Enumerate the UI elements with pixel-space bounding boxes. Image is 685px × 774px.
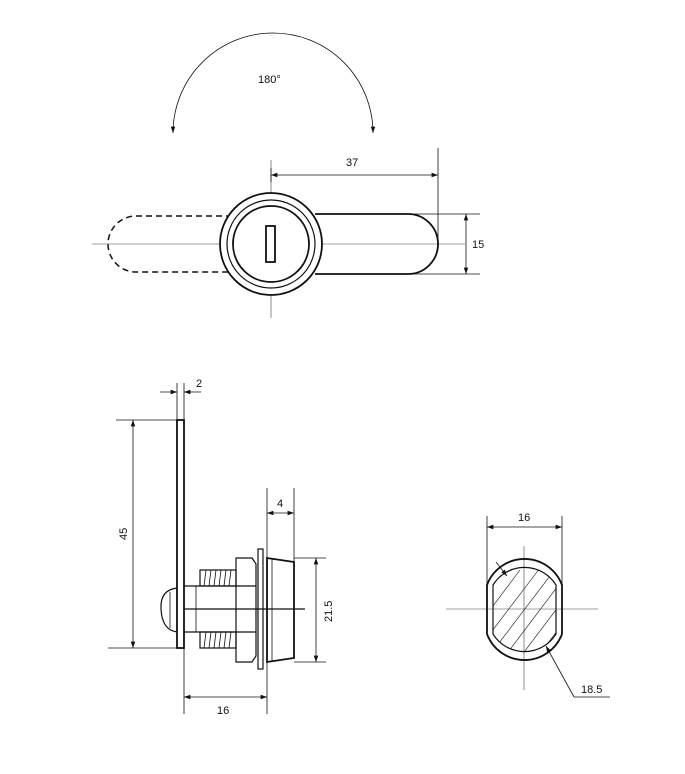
- key-slot: [265, 225, 276, 263]
- lock-head-outer: [219, 192, 323, 296]
- body-diameter-label: 21.5: [323, 601, 335, 622]
- top-view: 180° 37 15: [92, 32, 484, 318]
- washer: [257, 548, 264, 670]
- section-flats-label: 16: [518, 512, 530, 524]
- plate-thickness-label: 2: [196, 378, 202, 390]
- rotation-label: 180°: [258, 74, 281, 86]
- thread-length-label: 16: [217, 705, 229, 717]
- section-diameter-leader: [545, 645, 575, 698]
- nut-width-label: 4: [277, 498, 283, 510]
- cam-dome: [160, 587, 178, 633]
- section-inner-profile: [492, 566, 557, 653]
- lever-length-label: 37: [346, 157, 358, 169]
- body-head: [266, 556, 295, 664]
- mounting-plate: [176, 419, 185, 649]
- lever-alternate-position: [107, 215, 232, 273]
- threaded-body: [184, 585, 305, 633]
- plate-height-label: 45: [118, 528, 130, 540]
- lock-head-ring: [226, 199, 316, 289]
- rotation-arc: [170, 32, 376, 134]
- hex-nut: [235, 557, 257, 663]
- section-view: 16 18.5: [446, 512, 610, 698]
- lever-width-label: 15: [472, 239, 484, 251]
- section-diameter-label: 18.5: [581, 684, 602, 696]
- lock-cylinder: [232, 205, 310, 283]
- section-outer-profile: [486, 558, 563, 661]
- side-view: 2 45: [108, 378, 335, 717]
